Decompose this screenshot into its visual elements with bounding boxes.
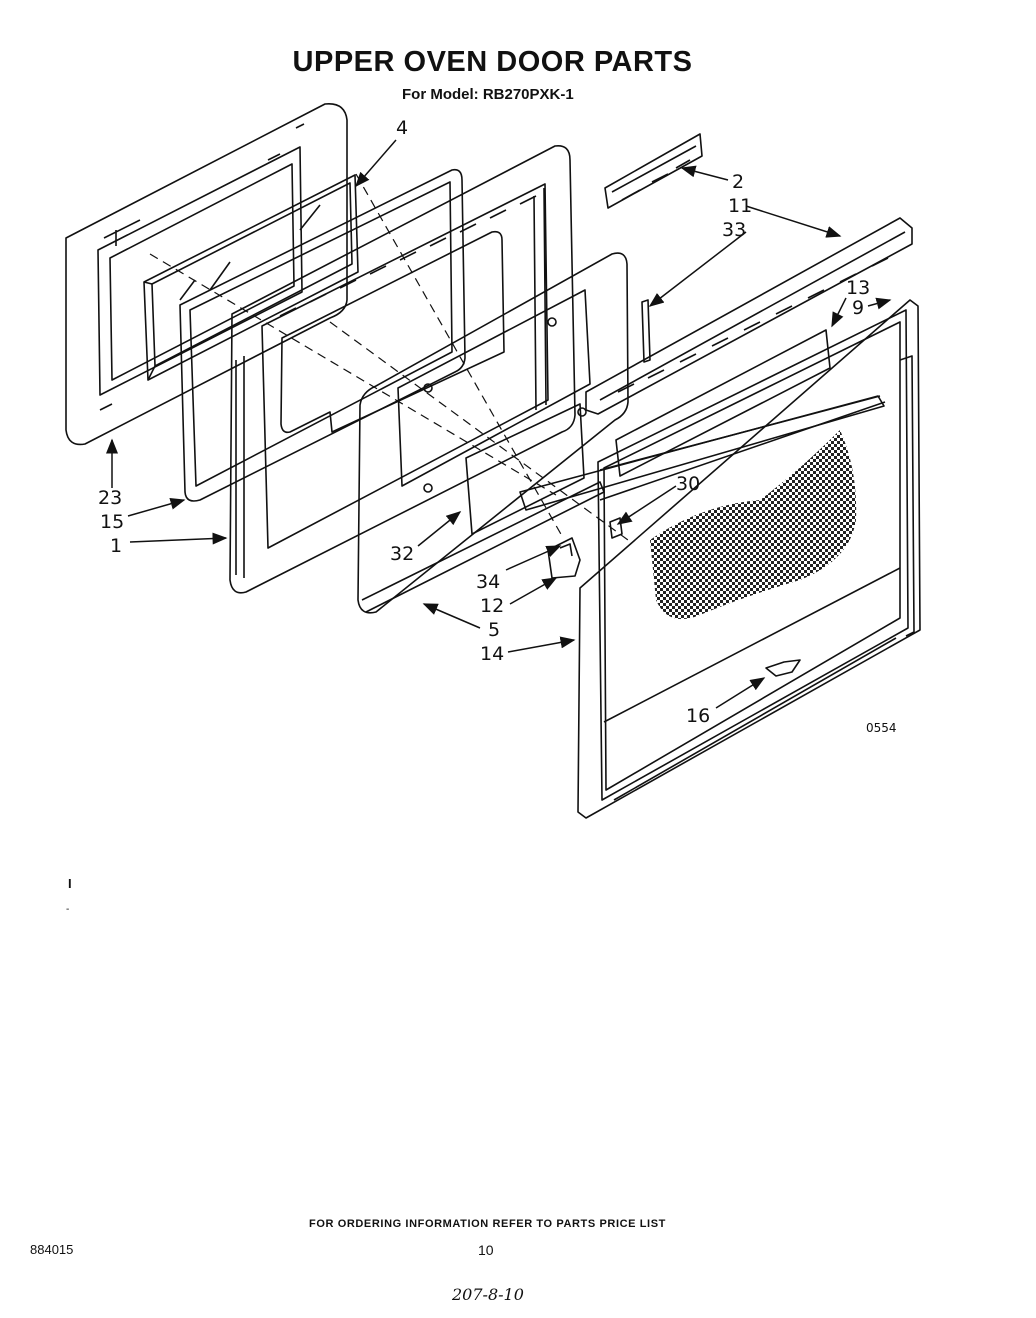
doc-number: 884015 — [30, 1242, 74, 1257]
callout-33: 33 — [722, 219, 746, 241]
callout-11: 11 — [728, 195, 752, 217]
callout-30: 30 — [676, 473, 700, 495]
figure-code: 0554 — [866, 721, 897, 735]
callout-9: 9 — [852, 297, 864, 319]
window-mesh-screen — [650, 430, 857, 620]
callout-32: 32 — [390, 543, 414, 565]
callout-12: 12 — [480, 595, 504, 617]
part-4-inner-glass-pack — [143, 174, 359, 381]
alignment-lines — [149, 173, 629, 541]
callout-13: 13 — [846, 277, 870, 299]
part-32-door-spacer-panel — [357, 252, 629, 614]
callout-labels: 4 2 11 33 13 9 23 15 1 32 30 34 12 5 14 … — [98, 117, 897, 735]
callout-5: 5 — [488, 619, 500, 641]
ordering-note: FOR ORDERING INFORMATION REFER TO PARTS … — [309, 1218, 666, 1230]
part-33-side-strip — [641, 299, 651, 363]
handwritten-note: 207-8-10 — [452, 1285, 524, 1304]
model-subtitle: For Model: RB270PXK-1 — [402, 86, 574, 103]
callout-14: 14 — [480, 643, 504, 665]
callout-16: 16 — [686, 705, 710, 727]
callout-34: 34 — [476, 571, 500, 593]
part-1-inner-door-frame — [229, 144, 576, 594]
part-34-hinge-receiver — [547, 537, 581, 579]
callout-15: 15 — [100, 511, 124, 533]
margin-mark-b: - — [66, 904, 70, 915]
part-30-bracket — [609, 517, 623, 539]
callout-2: 2 — [732, 171, 744, 193]
part-16-handle-clip — [765, 659, 801, 677]
part-14-outer-door — [577, 299, 921, 819]
part-15-door-gasket — [179, 168, 466, 502]
part-23-inner-door-liner — [65, 103, 348, 446]
callout-23: 23 — [98, 487, 122, 509]
part-2-hinge-bracket — [604, 133, 703, 209]
page-number: 10 — [478, 1242, 494, 1258]
part-12-bottom-trim — [519, 395, 885, 511]
callout-4: 4 — [396, 117, 408, 139]
page-title: UPPER OVEN DOOR PARTS — [292, 46, 693, 78]
callout-1: 1 — [110, 535, 122, 557]
part-11-top-vent-trim — [585, 217, 913, 415]
margin-mark-a: I — [68, 876, 72, 891]
